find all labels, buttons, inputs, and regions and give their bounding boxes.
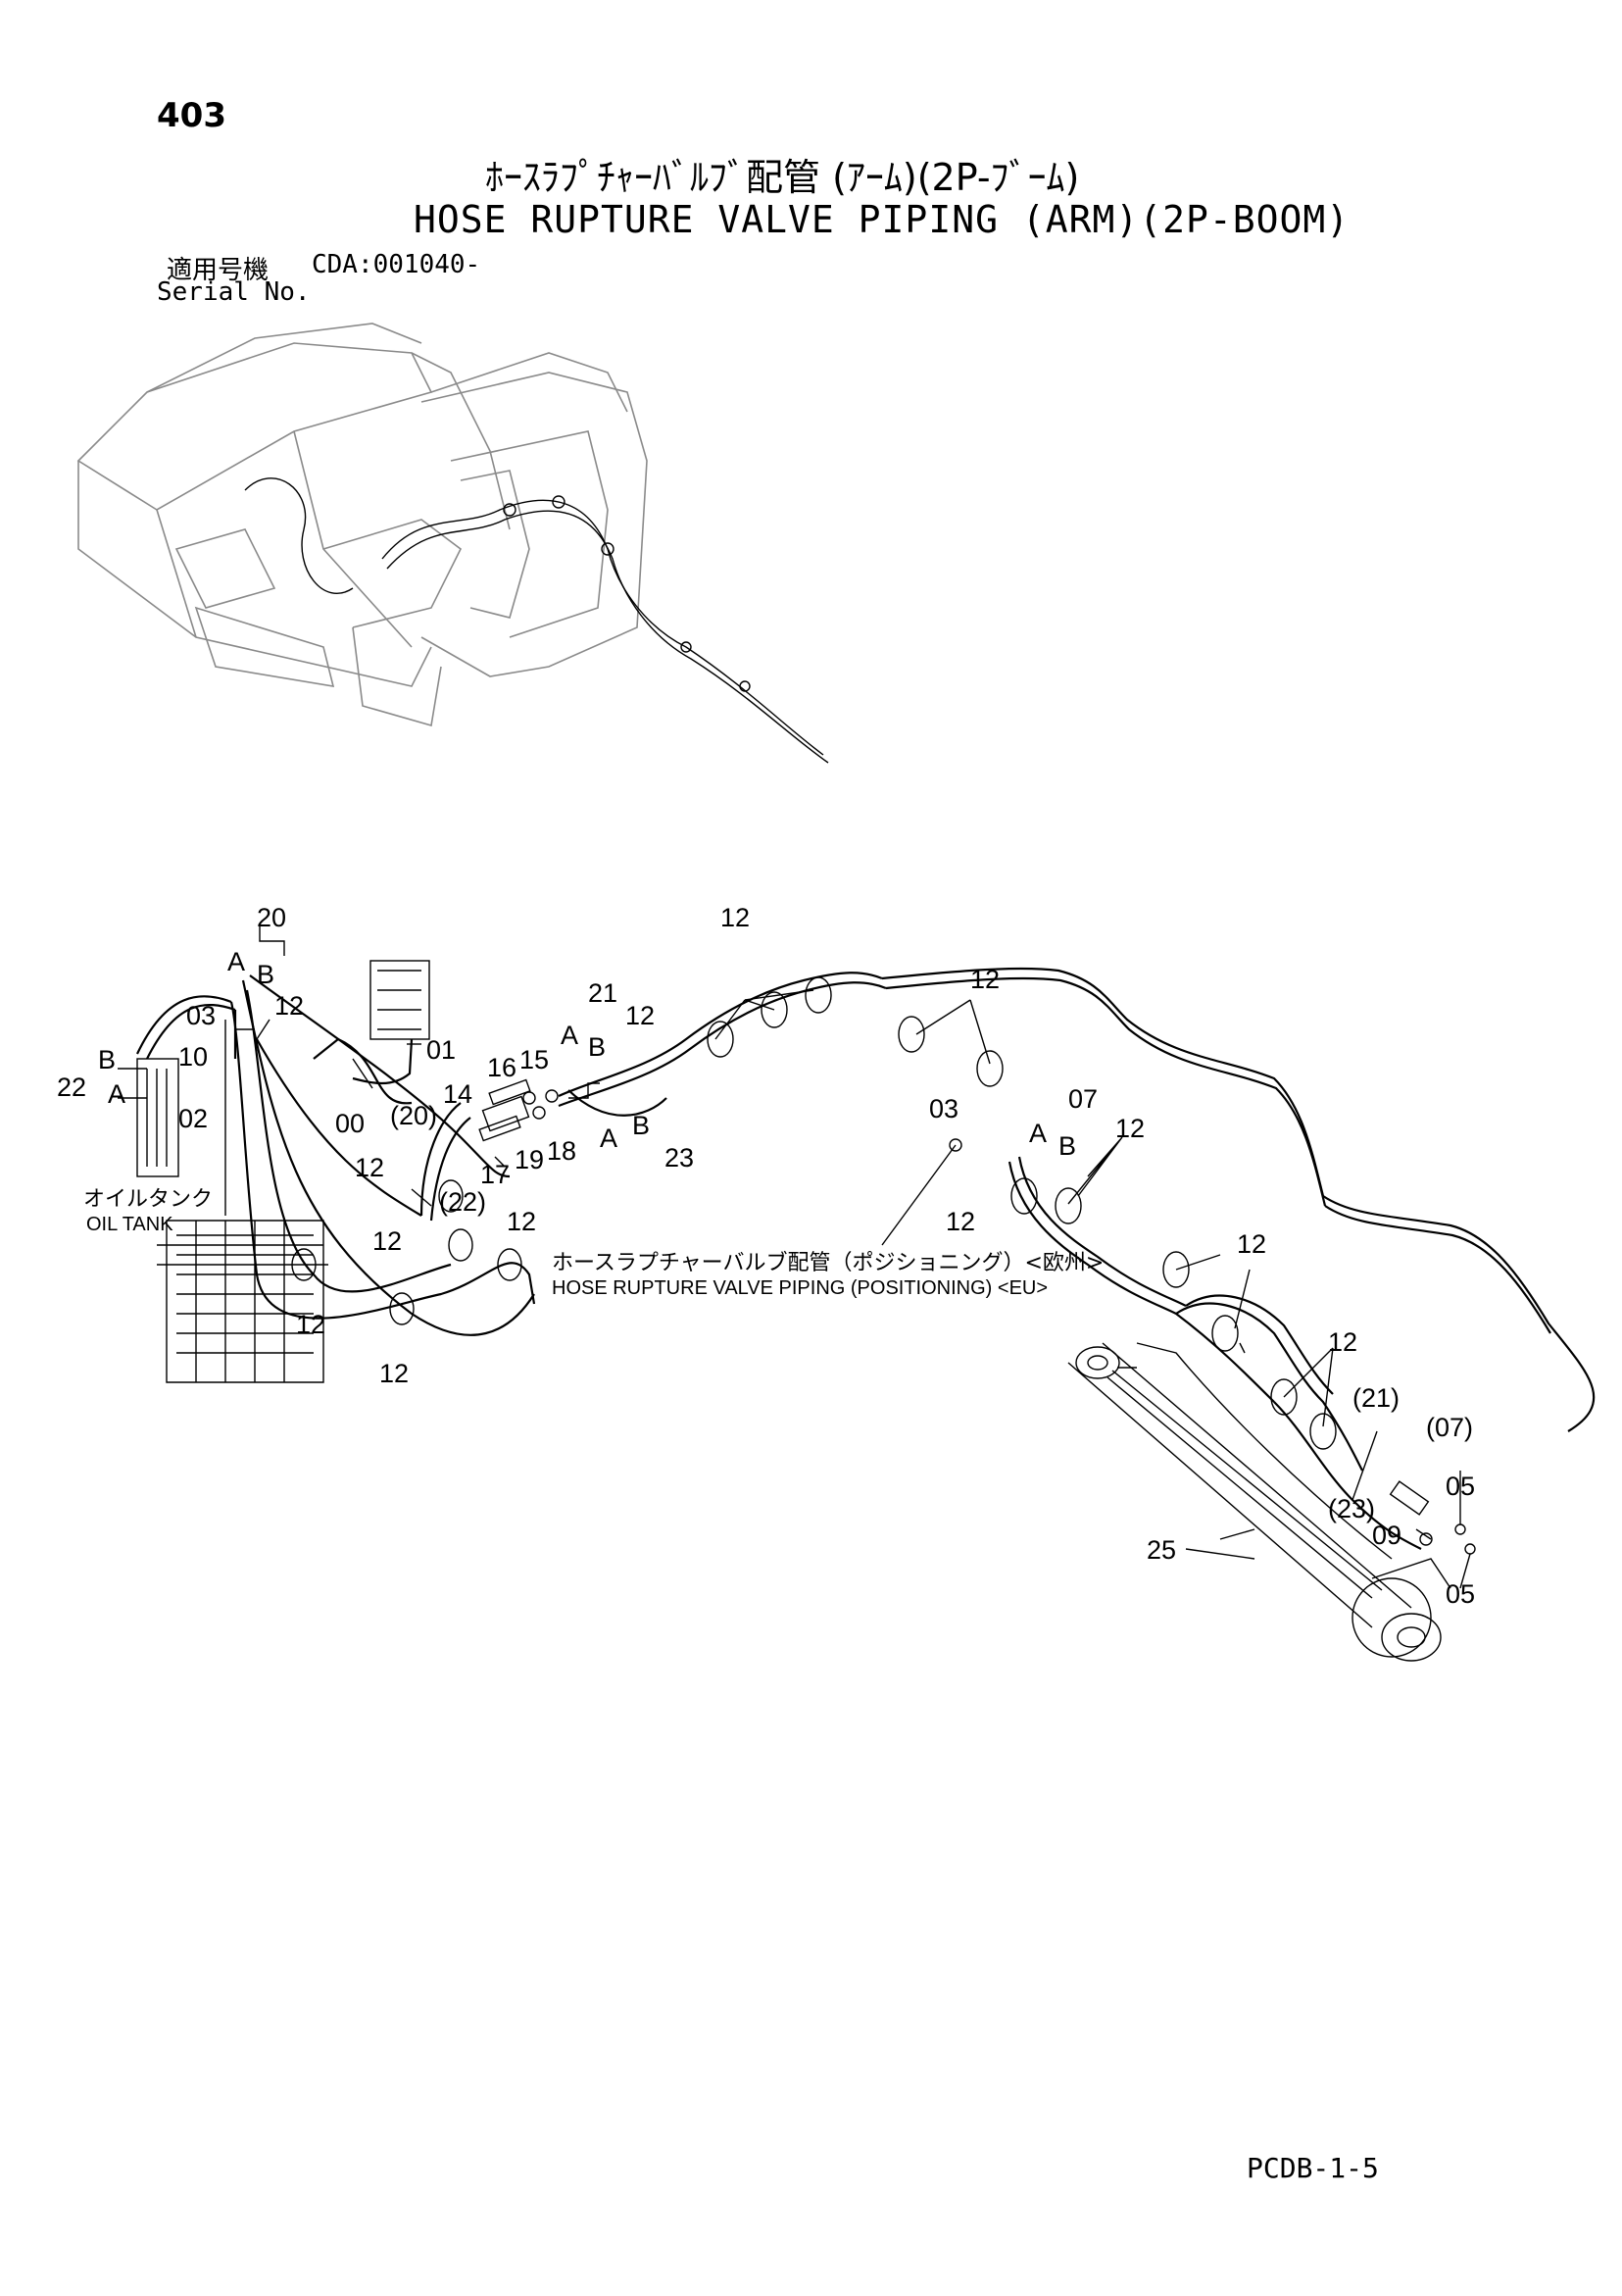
callout-07-paren: (07) (1426, 1413, 1473, 1442)
callout-21-b: B (588, 1032, 606, 1062)
footer-code: PCDB-1-5 (1247, 2152, 1379, 2184)
callout-12-low-right: 12 (296, 1310, 325, 1339)
callout-12-top: 12 (720, 903, 750, 932)
serial-label-japanese: 適用号機 (167, 256, 270, 285)
callout-07-b: B (1058, 1131, 1076, 1161)
callout-23-paren: (23) (1328, 1494, 1375, 1523)
callout-12-clamp-b: 12 (507, 1207, 536, 1236)
callout-15: 15 (519, 1045, 549, 1074)
callout-00: 00 (335, 1109, 365, 1138)
callout-05-bottom: 05 (1446, 1579, 1475, 1609)
leader-lines (118, 926, 1471, 1589)
arm-cylinder (1067, 1342, 1476, 1662)
callout-23-a: A (600, 1123, 617, 1153)
callout-17: 17 (480, 1160, 510, 1189)
callout-01: 01 (426, 1035, 456, 1065)
excavator-overview-illustration (76, 323, 829, 764)
arm-hose-run (707, 967, 1596, 1550)
control-valve-block (157, 1244, 328, 1266)
callout-09: 09 (1372, 1521, 1401, 1550)
callout-16: 16 (487, 1053, 516, 1082)
title-english: HOSE RUPTURE VALVE PIPING (ARM)(2P-BOOM) (414, 198, 1351, 241)
callout-22: 22 (57, 1073, 86, 1102)
left-piping-assembly (136, 960, 536, 1383)
callout-12-right-b: 12 (946, 1207, 975, 1236)
positioning-note-japanese: ホースラプチャーバルブ配管（ポジショニング）<欧州> (552, 1251, 1104, 1275)
callout-21-paren: (21) (1352, 1383, 1400, 1413)
callout-23: 23 (664, 1143, 694, 1173)
callout-12-left: 12 (355, 1153, 384, 1182)
callout-23-b: B (632, 1111, 650, 1140)
callout-07-a: A (1029, 1119, 1047, 1148)
callout-02: 02 (178, 1104, 208, 1133)
serial-label-english: Serial No. (157, 277, 311, 307)
callout-18: 18 (547, 1136, 576, 1166)
callout-20-b: B (257, 960, 274, 989)
callout-12-mid: 12 (625, 1001, 655, 1030)
callout-03-right: 03 (929, 1094, 958, 1123)
positioning-note-english: HOSE RUPTURE VALVE PIPING (POSITIONING) … (552, 1277, 1048, 1299)
callout-20: 20 (257, 903, 286, 932)
callout-25: 25 (1147, 1535, 1176, 1565)
callout-07: 07 (1068, 1084, 1098, 1114)
callout-10: 10 (178, 1042, 208, 1072)
callout-12-clamp-a: 12 (372, 1226, 402, 1256)
callout-12-top-left: 12 (274, 991, 304, 1021)
page-number: 403 (157, 96, 226, 135)
center-valve-assembly (419, 972, 887, 1222)
oil-tank-label-english: OIL TANK (86, 1214, 173, 1235)
callout-12-top-right: 12 (970, 965, 1000, 994)
oil-tank-label-japanese: オイルタンク (83, 1187, 213, 1212)
title-japanese: ﾎｰｽﾗﾌﾟﾁｬｰﾊﾞﾙﾌﾞ配管 (ｱｰﾑ)(2P-ﾌﾞｰﾑ) (485, 156, 1080, 199)
callout-12-bottom: 12 (379, 1359, 409, 1388)
callouts: 20 A B 03 12 10 22 B A 02 01 00 (20) 14 … (57, 903, 1475, 1609)
serial-range: CDA:001040- (312, 250, 481, 279)
callout-21-a: A (561, 1021, 578, 1050)
callout-20-a: A (227, 947, 245, 976)
callout-05-top: 05 (1446, 1472, 1475, 1501)
callout-21: 21 (588, 978, 617, 1008)
callout-22-b: B (98, 1045, 116, 1074)
callout-19: 19 (515, 1145, 544, 1174)
callout-14: 14 (443, 1079, 472, 1109)
callout-22-a: A (108, 1079, 125, 1109)
callout-20-paren: (20) (390, 1101, 437, 1130)
callout-22-paren: (22) (439, 1187, 486, 1217)
callout-03-left: 03 (186, 1001, 216, 1030)
callout-12-arm-b: 12 (1328, 1327, 1357, 1357)
callout-12-arm-a: 12 (1237, 1229, 1266, 1259)
callout-12-right-a: 12 (1115, 1114, 1145, 1143)
